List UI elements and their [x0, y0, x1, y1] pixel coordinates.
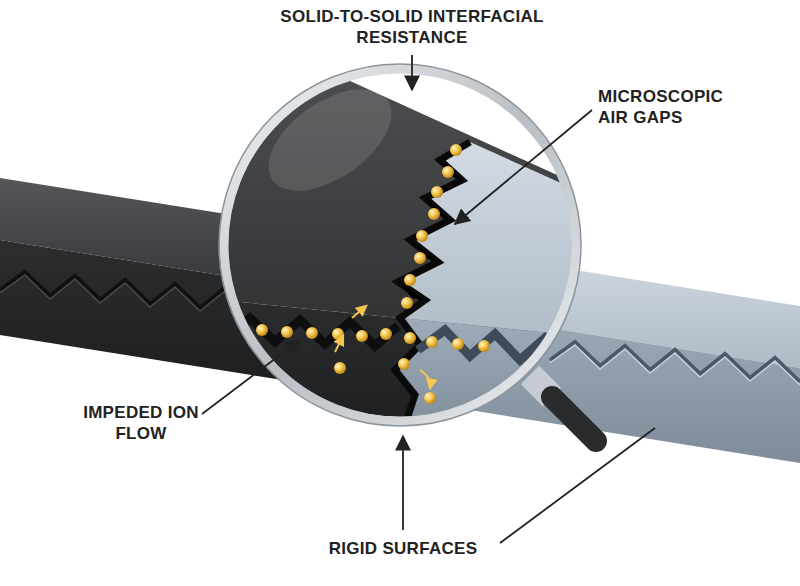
callout-label: MICROSCOPIC AIR GAPS: [598, 86, 748, 128]
magnifying-glass: [219, 64, 596, 441]
callout-label: SOLID-TO-SOLID INTERFACIAL RESISTANCE: [277, 6, 547, 48]
magnified-view: [150, 0, 700, 450]
leader-lines: [202, 55, 655, 543]
callout-label: RIGID SURFACES: [303, 538, 503, 559]
callout-label: IMPEDED ION FLOW: [82, 402, 200, 444]
